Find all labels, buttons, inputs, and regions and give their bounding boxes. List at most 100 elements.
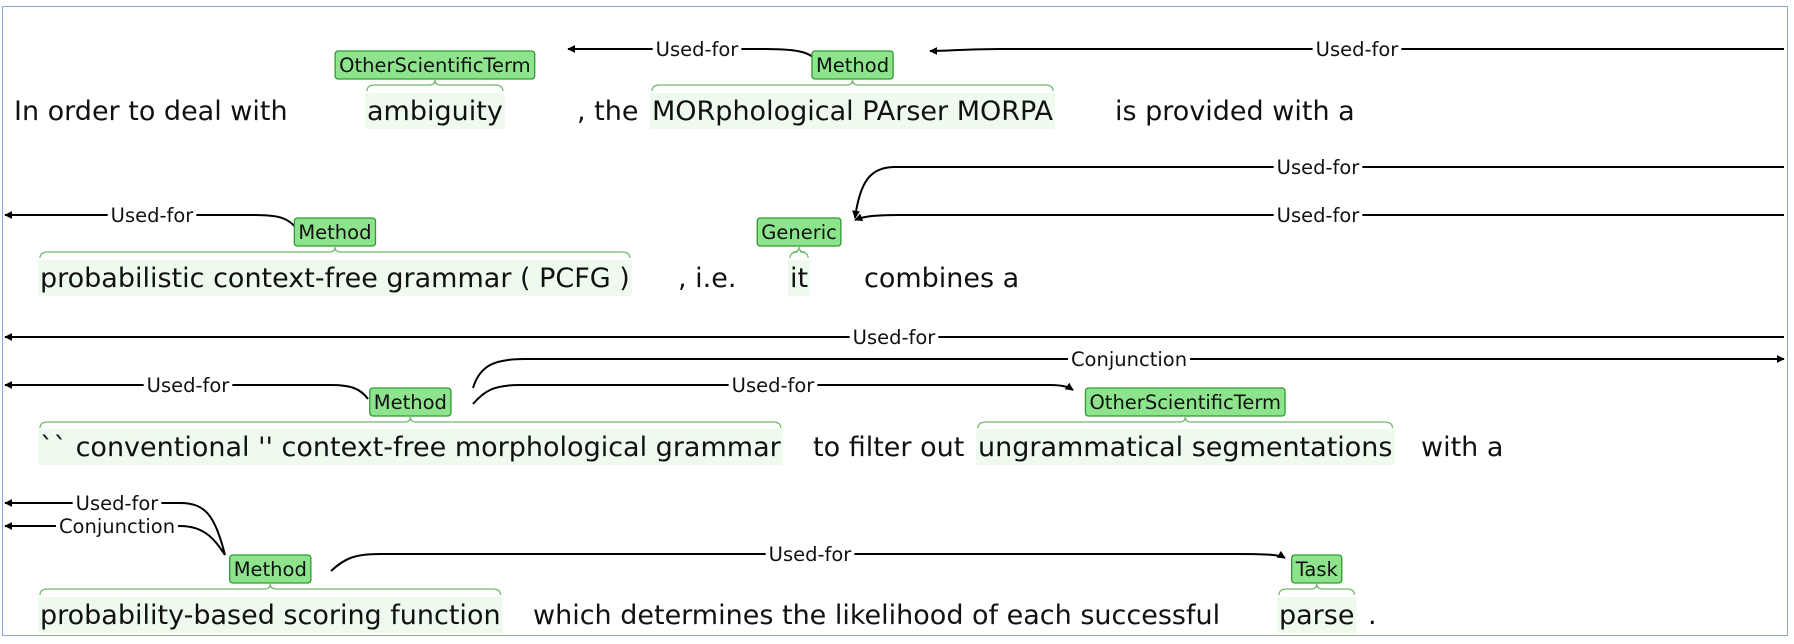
relation-label-background <box>143 374 233 396</box>
relation-label-text: Used-for <box>111 204 195 227</box>
relation-label[interactable]: Used-for <box>1312 38 1402 61</box>
relation-label-text: Used-for <box>76 492 160 515</box>
entity-label-box[interactable] <box>293 217 377 247</box>
relation-label-background <box>107 204 197 226</box>
relation-label-background <box>652 38 742 60</box>
sentence-text: . <box>1368 600 1377 631</box>
relation-label-background <box>1067 348 1191 370</box>
entity-label-box[interactable] <box>229 554 312 584</box>
span-bracket <box>651 79 1054 92</box>
entity-label-otherscientificterm[interactable]: OtherScientificTerm <box>1084 387 1286 417</box>
relation-label[interactable]: Used-for <box>849 326 939 349</box>
entity-label-method[interactable]: Method <box>293 217 377 247</box>
entity-span-text: probability-based scoring function <box>40 600 501 631</box>
entity-label-task[interactable]: Task <box>1291 554 1343 584</box>
relation-label[interactable]: Used-for <box>72 492 162 515</box>
entity-span-highlight <box>38 429 783 465</box>
entity-label-generic[interactable]: Generic <box>756 217 842 247</box>
relation-label-background <box>72 492 162 514</box>
relation-label-text: Used-for <box>1277 156 1361 179</box>
relation-arc[interactable] <box>929 46 1784 55</box>
sentence-text: which determines the likelihood of each … <box>533 600 1220 631</box>
relation-arc[interactable] <box>854 213 1784 222</box>
entity-label-text: Method <box>298 221 371 244</box>
entity-span-highlight <box>365 93 505 129</box>
entity-span-highlight <box>650 93 1056 129</box>
relation-label-background <box>1312 38 1402 60</box>
relation-label-background <box>728 374 818 396</box>
sentence-text: , i.e. <box>678 263 736 294</box>
entity-span-highlight <box>976 429 1395 465</box>
entity-span-text: `` conventional '' context-free morpholo… <box>40 432 782 463</box>
relation-label[interactable]: Used-for <box>1273 156 1363 179</box>
relation-label-background <box>1273 204 1363 226</box>
entity-label-box[interactable] <box>1084 387 1286 417</box>
entity-label-otherscientificterm[interactable]: OtherScientificTerm <box>334 50 536 80</box>
span-bracket <box>366 79 504 92</box>
span-bracket <box>39 416 782 429</box>
relation-arc[interactable] <box>4 522 226 556</box>
entity-span-text: probabilistic context-free grammar ( PCF… <box>40 263 630 294</box>
span-bracket <box>789 246 809 259</box>
entity-label-text: Method <box>374 391 447 414</box>
entity-label-method[interactable]: Method <box>369 387 452 417</box>
relation-label[interactable]: Used-for <box>107 204 197 227</box>
sentence-text: , the <box>577 96 638 127</box>
relation-label-background <box>765 543 855 565</box>
entity-span-text: parse <box>1279 600 1354 631</box>
relation-label[interactable]: Conjunction <box>1067 348 1191 371</box>
sentence-text: In order to deal with <box>14 96 288 127</box>
entity-span-text: ungrammatical segmentations <box>978 432 1392 463</box>
relation-label-text: Used-for <box>769 543 853 566</box>
entity-span-text: it <box>790 263 808 294</box>
entity-span-highlight <box>38 260 632 296</box>
relation-arc[interactable] <box>852 166 1784 219</box>
entity-label-text: Generic <box>761 221 837 244</box>
relation-label-background <box>849 326 939 348</box>
span-bracket <box>39 246 631 259</box>
relation-label[interactable]: Conjunction <box>55 515 179 538</box>
entity-label-text: Method <box>234 558 307 581</box>
entity-label-box[interactable] <box>756 217 842 247</box>
entity-label-text: Task <box>1295 558 1339 581</box>
relation-arc[interactable] <box>472 355 1785 389</box>
entity-span-highlight <box>788 260 811 296</box>
entity-label-box[interactable] <box>811 50 894 80</box>
sentence-text: is provided with a <box>1115 96 1355 127</box>
relation-label-background <box>1273 156 1363 178</box>
relation-label-background <box>55 515 179 537</box>
relation-label-text: Used-for <box>732 374 816 397</box>
relation-label[interactable]: Used-for <box>728 374 818 397</box>
sentence-text: combines a <box>864 263 1019 294</box>
entity-label-text: OtherScientificTerm <box>339 54 531 77</box>
span-bracket <box>1278 583 1356 596</box>
entity-label-box[interactable] <box>1291 554 1343 584</box>
relation-label-text: Used-for <box>656 38 740 61</box>
relation-label-text: Used-for <box>1277 204 1361 227</box>
entity-span-highlight <box>1277 597 1357 633</box>
relation-label-text: Conjunction <box>1071 348 1187 371</box>
relation-label[interactable]: Used-for <box>143 374 233 397</box>
relation-arc[interactable] <box>4 381 369 400</box>
relation-label-text: Used-for <box>853 326 937 349</box>
span-bracket <box>39 583 502 596</box>
sentence-text: with a <box>1421 432 1503 463</box>
relation-label-text: Conjunction <box>59 515 175 538</box>
relation-label[interactable]: Used-for <box>1273 204 1363 227</box>
entity-span-text: ambiguity <box>367 96 503 127</box>
relation-label[interactable]: Used-for <box>652 38 742 61</box>
entity-label-method[interactable]: Method <box>229 554 312 584</box>
entity-label-text: OtherScientificTerm <box>1089 391 1281 414</box>
relation-arc[interactable] <box>4 499 226 556</box>
relation-label-text: Used-for <box>147 374 231 397</box>
sentence-text: to filter out <box>813 432 964 463</box>
relation-label[interactable]: Used-for <box>765 543 855 566</box>
entity-label-method[interactable]: Method <box>811 50 894 80</box>
span-bracket <box>977 416 1394 429</box>
entity-label-box[interactable] <box>369 387 452 417</box>
relation-label-text: Used-for <box>1316 38 1400 61</box>
entity-span-text: MORphological PArser MORPA <box>652 96 1054 127</box>
entity-label-box[interactable] <box>334 50 536 80</box>
entity-label-text: Method <box>816 54 889 77</box>
